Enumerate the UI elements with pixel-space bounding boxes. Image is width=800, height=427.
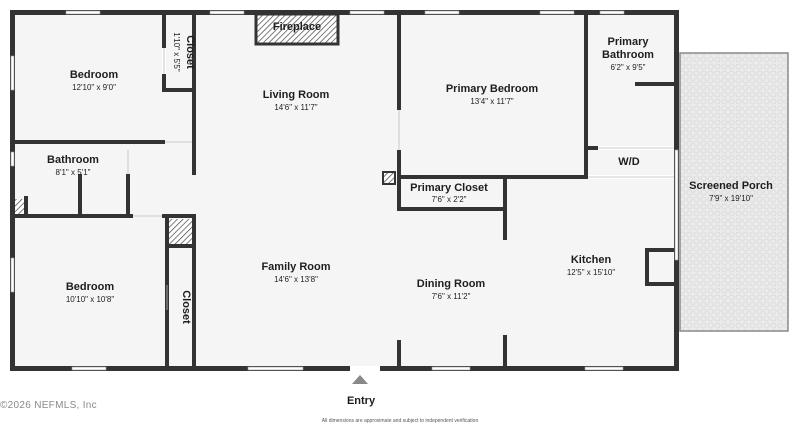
kitchen-dims: 12'5" x 15'10": [567, 268, 615, 277]
copyright-text: ©2026 NEFMLS, Inc: [0, 400, 97, 411]
primary-bathroom-name-line2: Bathroom: [602, 49, 654, 61]
bedroom-bottom-name: Bedroom: [66, 281, 115, 293]
windows: [10, 10, 679, 371]
screened-porch-dims: 7'9" x 19'10": [709, 194, 753, 203]
disclaimer-text: All dimensions are approximate and subje…: [321, 418, 479, 424]
column-hatch: [382, 171, 396, 185]
dining-room-name: Dining Room: [417, 278, 486, 290]
floor-area: [10, 10, 678, 370]
bedroom-top-name: Bedroom: [70, 69, 119, 81]
entry-arrow-icon: [352, 375, 368, 384]
closet-top-dims: 1'10" x 5'5": [172, 32, 181, 72]
primary-closet-dims: 7'6" x 2'2": [432, 195, 467, 204]
bathroom-name: Bathroom: [47, 154, 99, 166]
bath-chase-hatch: [14, 199, 24, 214]
primary-bedroom-dims: 13'4" x 11'7": [470, 97, 513, 106]
fireplace-hearth: [254, 12, 340, 46]
bathroom-dims: 8'1" x 5'1": [56, 168, 91, 177]
closet-top-name: Closet: [184, 35, 196, 69]
living-room-dims: 14'6" x 11'7": [274, 103, 317, 112]
closet-bottom-name: Closet: [180, 290, 192, 324]
bedroom-bottom-dims: 10'10" x 10'8": [66, 295, 114, 304]
primary-bathroom-dims: 6'2" x 9'5": [611, 63, 646, 72]
primary-closet-name: Primary Closet: [410, 182, 488, 194]
bedroom-top-dims: 12'10" x 9'0": [72, 83, 116, 92]
chase-hatch: [169, 219, 192, 247]
kitchen-name: Kitchen: [571, 254, 612, 266]
screened-porch-floor: [679, 52, 789, 332]
family-room-dims: 14'6" x 13'8": [274, 275, 318, 284]
family-room-name: Family Room: [261, 261, 330, 273]
screened-porch-name: Screened Porch: [689, 180, 773, 192]
fireplace-label: Fireplace: [273, 21, 321, 33]
wd-label: W/D: [618, 156, 639, 168]
entry-label: Entry: [347, 395, 376, 407]
dining-room-dims: 7'6" x 11'2": [432, 292, 471, 301]
primary-bedroom-name: Primary Bedroom: [446, 83, 539, 95]
living-room-name: Living Room: [263, 89, 330, 101]
door-lines: [127, 48, 674, 310]
primary-bathroom-name-line1: Primary: [608, 36, 650, 48]
